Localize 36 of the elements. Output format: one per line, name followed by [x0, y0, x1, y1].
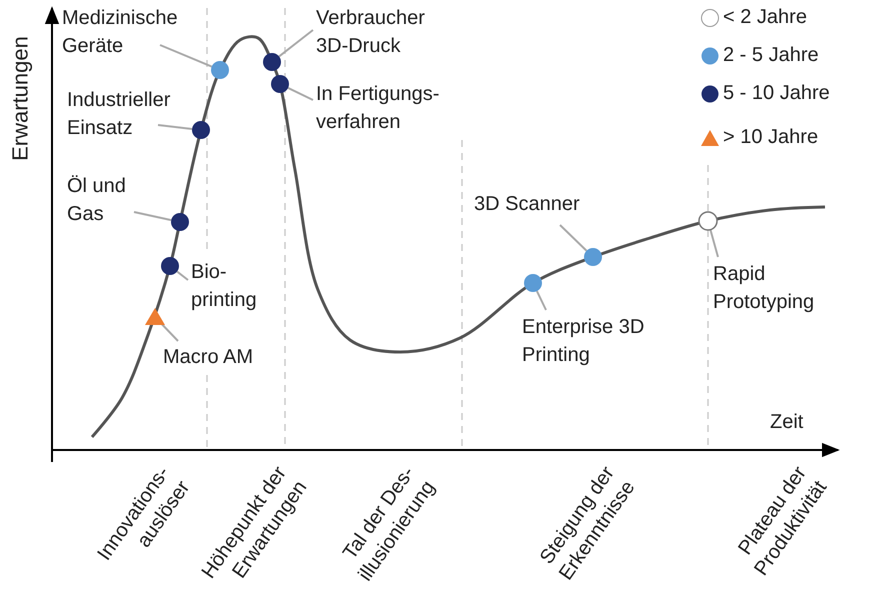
- technology-label: Öl und Gas: [67, 172, 147, 228]
- leader-line: [176, 270, 189, 281]
- leader-line: [134, 211, 172, 222]
- legend-text: > 10 Jahre: [723, 126, 818, 149]
- technology-label: Macro AM: [163, 343, 254, 371]
- legend-text: < 2 Jahre: [723, 6, 807, 29]
- dot-marker: [522, 272, 544, 294]
- technology-label: Verbraucher 3D-Druck: [316, 4, 456, 60]
- leader-line: [158, 124, 192, 130]
- technology-label: Enterprise 3D Printing: [522, 313, 672, 369]
- legend-text: 2 - 5 Jahre: [723, 44, 819, 67]
- technology-label: Bio- printing: [191, 258, 266, 314]
- technology-label: In Fertigungs- verfahren: [316, 80, 446, 136]
- leader-line: [278, 29, 314, 58]
- leader-line: [288, 87, 314, 101]
- dot-marker: [159, 255, 181, 277]
- technology-label: Rapid Prototyping: [713, 260, 843, 316]
- dot-marker: [269, 73, 291, 95]
- leader-line: [160, 322, 179, 342]
- legend-text: 5 - 10 Jahre: [723, 82, 830, 105]
- dot-marker: [697, 210, 719, 232]
- dot-marker: [209, 59, 231, 81]
- axis-title: Zeit: [770, 410, 804, 435]
- dot-marker: [582, 246, 604, 268]
- triangle-marker: [144, 306, 166, 328]
- leader-line: [709, 229, 719, 258]
- leader-line: [559, 224, 588, 252]
- leader-line: [536, 290, 547, 310]
- technology-label: Medizinische Geräte: [62, 4, 212, 60]
- dot-marker: [190, 119, 212, 141]
- dot-marker: [169, 211, 191, 233]
- dot-marker: [261, 51, 283, 73]
- technology-label: 3D Scanner: [474, 190, 580, 218]
- technology-label: Industrieller Einsatz: [67, 86, 192, 142]
- leader-line: [160, 44, 212, 68]
- axis-title: Erwartungen: [8, 35, 32, 163]
